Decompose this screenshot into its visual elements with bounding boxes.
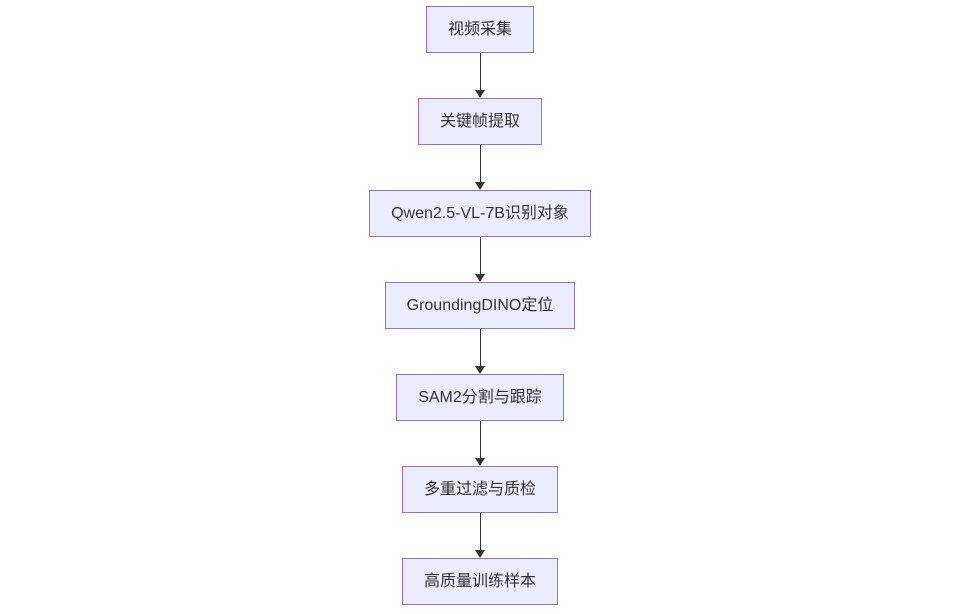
node-training-samples: 高质量训练样本 bbox=[401, 558, 558, 605]
flow-arrow bbox=[474, 145, 486, 190]
node-sam2-tracking: SAM2分割与跟踪 bbox=[396, 374, 564, 421]
arrowhead-icon bbox=[475, 458, 485, 466]
arrow-line bbox=[479, 145, 481, 184]
arrowhead-icon bbox=[475, 274, 485, 282]
node-label: 视频采集 bbox=[447, 21, 512, 38]
arrowhead-icon bbox=[475, 90, 485, 98]
node-label: SAM2分割与跟踪 bbox=[418, 389, 542, 406]
node-label: 多重过滤与质检 bbox=[423, 481, 536, 498]
node-qwen-recognition: Qwen2.5-VL-7B识别对象 bbox=[369, 190, 591, 237]
flowchart: 视频采集 关键帧提取 Qwen2.5-VL-7B识别对象 GroundingDI… bbox=[0, 6, 960, 605]
node-label: Qwen2.5-VL-7B识别对象 bbox=[391, 205, 569, 222]
arrow-line bbox=[479, 421, 481, 460]
node-video-capture: 视频采集 bbox=[425, 6, 534, 53]
node-groundingdino: GroundingDINO定位 bbox=[384, 282, 576, 329]
flow-arrow bbox=[474, 237, 486, 282]
flow-arrow bbox=[474, 329, 486, 374]
node-label: GroundingDINO定位 bbox=[406, 297, 554, 314]
arrowhead-icon bbox=[475, 182, 485, 190]
flow-arrow bbox=[474, 53, 486, 98]
arrowhead-icon bbox=[475, 550, 485, 558]
flow-arrow bbox=[474, 421, 486, 466]
arrow-line bbox=[479, 53, 481, 92]
node-label: 高质量训练样本 bbox=[423, 573, 536, 590]
arrowhead-icon bbox=[475, 366, 485, 374]
arrow-line bbox=[479, 513, 481, 552]
flow-arrow bbox=[474, 513, 486, 558]
node-keyframe-extraction: 关键帧提取 bbox=[417, 98, 542, 145]
node-filter-qc: 多重过滤与质检 bbox=[401, 466, 558, 513]
arrow-line bbox=[479, 237, 481, 276]
arrow-line bbox=[479, 329, 481, 368]
node-label: 关键帧提取 bbox=[439, 113, 520, 130]
